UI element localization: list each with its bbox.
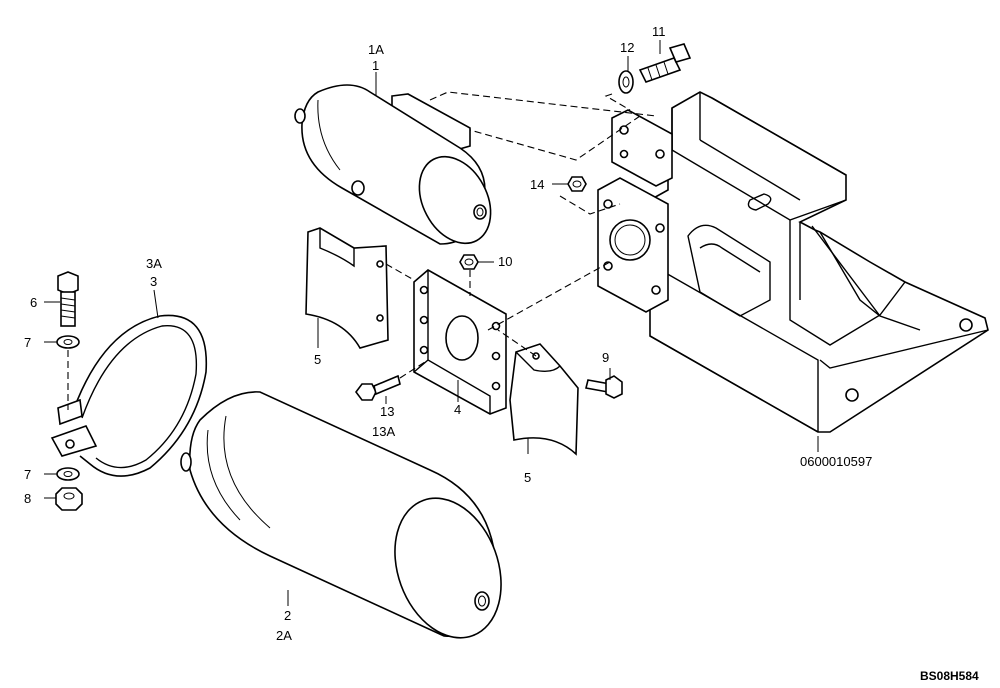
leader-lines bbox=[44, 40, 819, 606]
label-13a: 13A bbox=[372, 424, 395, 439]
washer-7-upper bbox=[56, 335, 80, 349]
label-1: 1 bbox=[372, 58, 379, 73]
assembly-dashed-lines bbox=[385, 91, 657, 379]
saddle-5-lower bbox=[509, 343, 579, 456]
label-7-upper: 7 bbox=[24, 335, 31, 350]
label-13: 13 bbox=[380, 404, 394, 419]
tank-strap bbox=[50, 314, 208, 477]
label-9: 9 bbox=[602, 350, 609, 365]
saddle-5-upper bbox=[305, 227, 389, 349]
label-3a: 3A bbox=[146, 256, 162, 271]
label-2a: 2A bbox=[276, 628, 292, 643]
bolt-9 bbox=[585, 375, 623, 399]
label-12: 12 bbox=[620, 40, 634, 55]
washer-7-lower bbox=[56, 467, 80, 481]
label-11: 11 bbox=[652, 24, 666, 39]
bolt-6 bbox=[57, 271, 79, 327]
part-labels: 1A 1 2 2A 3A 3 4 5 5 6 7 7 8 9 10 11 12 … bbox=[24, 24, 979, 683]
label-1a: 1A bbox=[368, 42, 384, 57]
label-5-upper: 5 bbox=[314, 352, 321, 367]
label-6: 6 bbox=[30, 295, 37, 310]
large-air-tank bbox=[180, 391, 502, 639]
label-4: 4 bbox=[454, 402, 461, 417]
nut-10 bbox=[459, 254, 479, 270]
mounting-plate-4 bbox=[413, 269, 507, 415]
label-2: 2 bbox=[284, 608, 291, 623]
sheet-code: BS08H584 bbox=[920, 669, 979, 683]
bolt-11 bbox=[638, 43, 692, 83]
label-3: 3 bbox=[150, 274, 157, 289]
small-air-tank bbox=[294, 84, 492, 245]
nut-14 bbox=[567, 176, 587, 192]
mounting-frame bbox=[597, 91, 989, 433]
label-8: 8 bbox=[24, 491, 31, 506]
label-7-lower: 7 bbox=[24, 467, 31, 482]
drawing-number: 0600010597 bbox=[800, 454, 872, 469]
label-10: 10 bbox=[498, 254, 512, 269]
label-5-lower: 5 bbox=[524, 470, 531, 485]
nut-8 bbox=[55, 487, 83, 511]
washer-12 bbox=[618, 70, 634, 94]
label-14: 14 bbox=[530, 177, 544, 192]
bolt-13 bbox=[355, 374, 401, 401]
